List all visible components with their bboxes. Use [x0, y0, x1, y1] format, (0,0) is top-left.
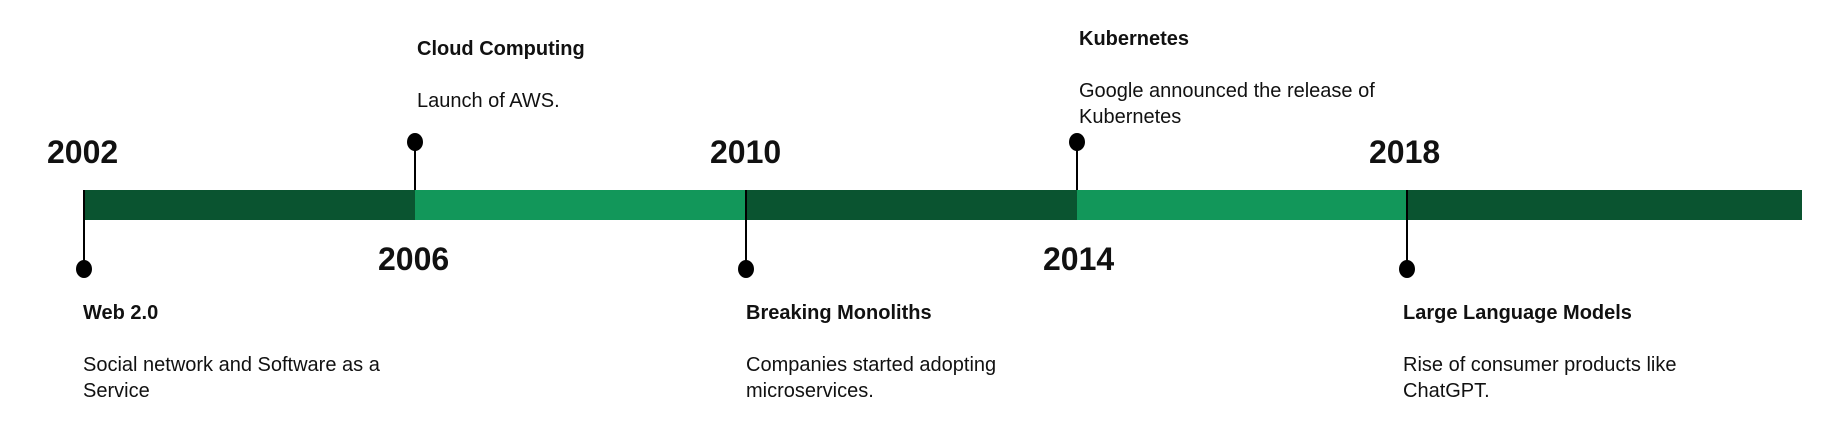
year-label-2002: 2002: [47, 134, 119, 170]
event-title: Large Language Models: [1403, 302, 1632, 324]
event-description: Rise of consumer products like ChatGPT.: [1403, 354, 1677, 402]
timeline-segment: [84, 190, 415, 220]
event-breaking-monoliths: Breaking Monoliths Companies started ado…: [746, 300, 1086, 404]
marker-dot: [1399, 260, 1415, 278]
event-cloud-computing: Cloud Computing Launch of AWS.: [417, 36, 757, 114]
timeline-segment: [415, 190, 746, 220]
marker-stem: [1076, 142, 1078, 190]
event-title: Kubernetes: [1079, 28, 1190, 50]
event-title: Web 2.0: [83, 302, 159, 324]
event-web-2-0: Web 2.0 Social network and Software as a…: [83, 300, 423, 404]
marker-dot: [1069, 133, 1085, 151]
marker-dot: [738, 260, 754, 278]
year-label-2010: 2010: [710, 134, 782, 170]
marker-stem: [83, 190, 85, 268]
event-title: Breaking Monoliths: [746, 302, 932, 324]
event-title: Cloud Computing: [417, 38, 585, 60]
marker-stem: [414, 142, 416, 190]
marker-stem: [745, 190, 747, 268]
marker-dot: [407, 133, 423, 151]
year-label-2018: 2018: [1369, 134, 1441, 170]
event-description: Companies started adopting microservices…: [746, 354, 997, 402]
event-description: Google announced the release of Kubernet…: [1079, 80, 1375, 128]
year-label-2006: 2006: [378, 241, 450, 277]
timeline-segment: [1077, 190, 1407, 220]
marker-dot: [76, 260, 92, 278]
marker-stem: [1406, 190, 1408, 268]
event-large-language-models: Large Language Models Rise of consumer p…: [1403, 300, 1743, 404]
timeline-segment: [1407, 190, 1802, 220]
timeline-segment: [746, 190, 1077, 220]
event-kubernetes: Kubernetes Google announced the release …: [1079, 26, 1419, 130]
event-description: Launch of AWS.: [417, 90, 560, 112]
event-description: Social network and Software as a Service: [83, 354, 380, 402]
year-label-2014: 2014: [1043, 241, 1115, 277]
